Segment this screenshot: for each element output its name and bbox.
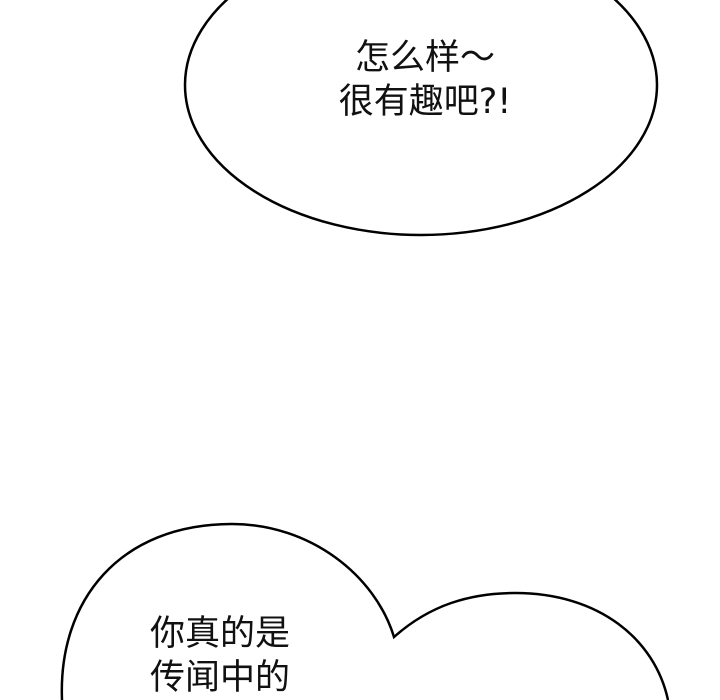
speech-bubble-bottom [60,522,670,700]
speech-bubble-bottom-text: 你真的是 传闻中的 [150,612,290,700]
dialogue-line: 你真的是 [150,614,291,654]
speech-bubble-top [183,0,659,237]
speech-bubble-top-text: 怎么样～ 很有趣吧?! [320,36,530,124]
dialogue-line: 传闻中的 [150,658,291,698]
dialogue-line: 很有趣吧?! [338,82,512,122]
dialogue-line: 怎么样～ [354,38,495,78]
